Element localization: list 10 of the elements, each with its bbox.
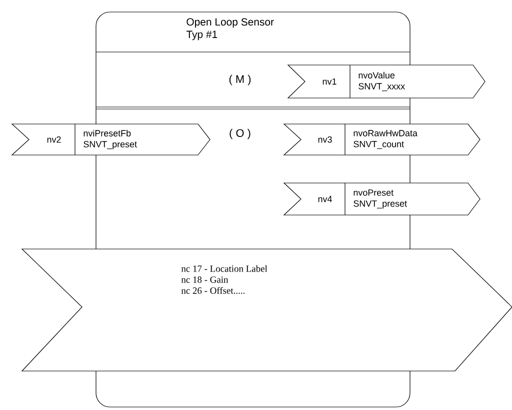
variable-tag: nv1 nvoValue SNVT_xxxx bbox=[287, 64, 486, 98]
variable-tag: nv4 nvoPreset SNVT_preset bbox=[283, 182, 480, 216]
variable-tag: nv2 nviPresetFb SNVT_preset bbox=[11, 124, 210, 156]
node-label: nc 18 - Gain bbox=[181, 276, 228, 283]
group-label: ( O ) bbox=[230, 128, 250, 140]
group-label: ( M ) bbox=[229, 74, 251, 86]
configuration-banner: nc 17 - Location Label nc 18 - Gain nc 26 - Offset..... bbox=[21, 248, 512, 372]
variable-tag: nv3 nvoRawHwData SNVT_count bbox=[283, 124, 480, 156]
node-label: nc 26 - Offset..... bbox=[181, 287, 245, 294]
node-label: nc 17 - Location Label bbox=[181, 265, 268, 272]
